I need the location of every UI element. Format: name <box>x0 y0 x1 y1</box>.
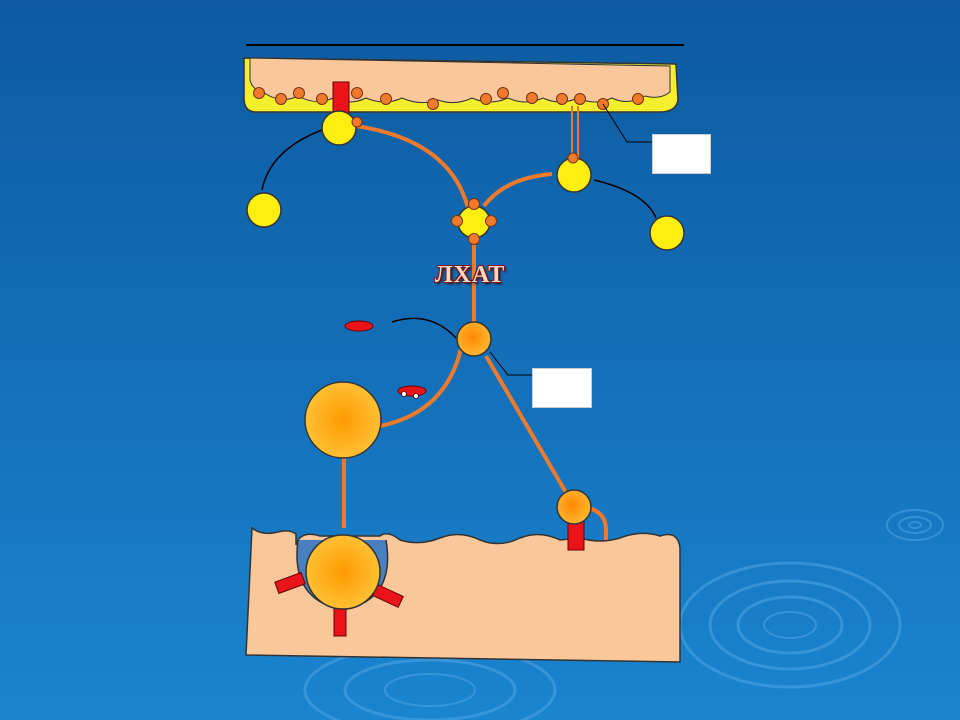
membrane-particles <box>253 87 644 110</box>
red-oval-linked <box>397 385 427 399</box>
particle-center-dots <box>451 198 497 245</box>
arc-right <box>593 179 657 219</box>
particle-large <box>304 381 382 459</box>
top-tissue <box>249 57 671 104</box>
particle-far-right <box>649 215 685 251</box>
particle-bottom-right <box>556 489 592 525</box>
top-receptor <box>332 81 350 115</box>
arc-left <box>261 129 323 191</box>
particle-top-left <box>321 110 357 146</box>
pit-receptor-bottom <box>333 607 347 637</box>
red-oval-left <box>344 320 374 332</box>
leader-line-mid <box>489 351 532 376</box>
particle-far-left <box>246 192 282 228</box>
label-box-mid <box>532 368 592 408</box>
particle-top-left-dot <box>351 116 363 128</box>
connector-lhat-to-bottom-right <box>484 354 570 498</box>
arc-lhat <box>391 317 457 339</box>
particle-top-right-dot <box>567 152 579 164</box>
label-box-top <box>652 134 711 174</box>
particle-bottom-large <box>305 534 381 610</box>
connector-right-to-center <box>482 172 553 208</box>
pit-receptor-left <box>274 571 306 595</box>
connector-lhat-to-large <box>379 343 464 428</box>
enzyme-label: ЛХАТ <box>434 262 506 288</box>
particle-lhat <box>456 321 492 357</box>
connector-left-to-center <box>355 124 470 209</box>
leader-line-top <box>602 103 652 143</box>
